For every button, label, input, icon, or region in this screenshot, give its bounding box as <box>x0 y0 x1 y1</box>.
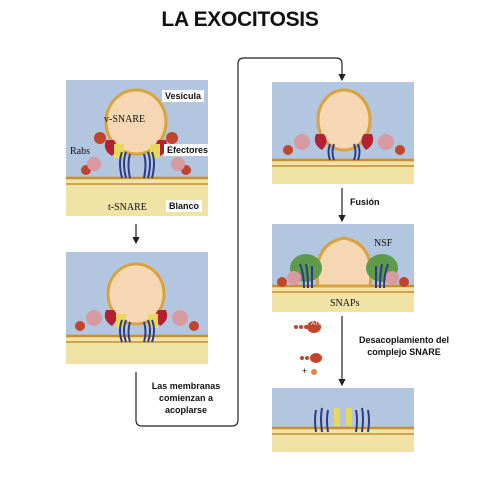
panel-vesicle-approach: Vesícula v-SNARE Rabs Efectores t-SNARE … <box>66 80 212 216</box>
label-nsf: NSF <box>374 238 393 249</box>
atp-molecule <box>294 321 321 333</box>
label-snaps: SNAPs <box>330 298 360 309</box>
caption-uncoupling-line-1: Desacoplamiento del <box>358 335 450 345</box>
adp-pi-products <box>300 353 322 375</box>
panel-fusion: NSF SNAPs <box>272 224 414 312</box>
label-t-snare: t-SNARE <box>108 202 147 213</box>
caption-line-1: Las membranas <box>151 381 221 391</box>
label-v-snare: v-SNARE <box>104 114 146 125</box>
label-plus: + <box>302 366 308 376</box>
label-atp: ATP <box>311 321 323 327</box>
caption-uncoupling-line-2: complejo SNARE <box>367 347 441 357</box>
caption-line-3: acoplarse <box>164 405 208 415</box>
label-rabs: Rabs <box>70 146 90 157</box>
step-caption-docking: Las membranas comienzan a acoplarse <box>136 380 236 416</box>
step-caption-uncoupling: Desacoplamiento del complejo SNARE <box>344 334 464 358</box>
panel-docked <box>272 82 414 184</box>
diagram-title: LA EXOCITOSIS <box>161 8 319 31</box>
panel-released-snares <box>272 388 414 452</box>
arrow-connector-long <box>135 57 346 427</box>
label-effectors: Efectores <box>164 144 212 156</box>
panel-docking <box>66 252 208 364</box>
caption-line-2: comienzan a <box>158 393 214 403</box>
label-target: Blanco <box>166 200 203 212</box>
step-label-fusion: Fusión <box>350 197 380 207</box>
label-vesicle: Vesícula <box>162 90 205 102</box>
